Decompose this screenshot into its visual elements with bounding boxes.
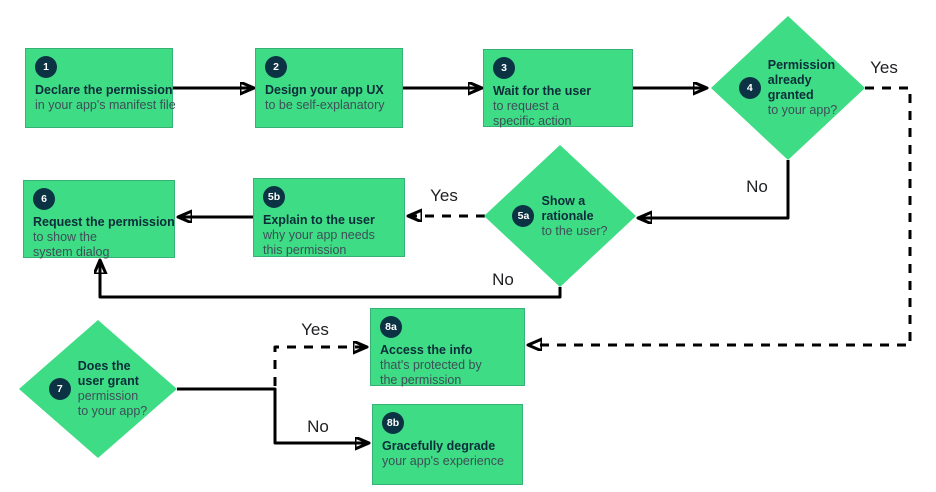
- step-5b-explain-to-user: 5b Explain to the user why your app need…: [253, 178, 405, 257]
- step-subtitle: why your app needs this permission: [263, 228, 375, 257]
- step-number-badge: 5a: [512, 205, 535, 227]
- decision-subtitle: permission to your app?: [77, 389, 148, 418]
- step-8b-gracefully-degrade: 8b Gracefully degrade your app's experie…: [372, 404, 523, 485]
- step-3-wait-for-user: 3 Wait for the user to request a specifi…: [483, 49, 633, 128]
- step-title: Wait for the user: [493, 84, 592, 98]
- decision-title: Does the user grant: [77, 359, 139, 388]
- decision-title: Permission already granted: [767, 58, 836, 102]
- step-title: Gracefully degrade: [382, 439, 496, 453]
- edge-label-yes: Yes: [430, 186, 458, 205]
- step-subtitle: to show the system dialog: [33, 230, 110, 259]
- step-subtitle: your app's experience: [382, 454, 504, 468]
- edge-label-no: No: [492, 270, 514, 289]
- decision-title: Show a rationale: [541, 193, 594, 223]
- step-title: Explain to the user: [263, 213, 375, 227]
- step-number-badge: 5b: [263, 186, 285, 208]
- step-number-badge: 1: [35, 56, 57, 78]
- decision-subtitle: to the user?: [541, 223, 608, 238]
- step-title: Request the permission: [33, 215, 175, 229]
- decision-4-permission-already-granted: 4 Permission already granted to your app…: [711, 16, 865, 160]
- step-8a-access-info: 8a Access the info that's protected by t…: [370, 308, 525, 387]
- step-number-badge: 3: [493, 57, 515, 79]
- step-subtitle: that's protected by the permission: [380, 358, 482, 387]
- edge-label-no: No: [746, 177, 768, 196]
- edge-label-yes: Yes: [870, 58, 898, 77]
- step-2-design-ux: 2 Design your app UX to be self-explanat…: [255, 48, 403, 128]
- step-title: Design your app UX: [265, 83, 384, 97]
- step-subtitle: to request a specific action: [493, 99, 572, 128]
- step-subtitle: to be self-explanatory: [265, 98, 385, 112]
- step-number-badge: 2: [265, 56, 287, 78]
- decision-7-user-grants-permission: 7 Does the user grant permission to your…: [19, 320, 177, 458]
- step-subtitle: in your app's manifest file: [35, 98, 176, 112]
- step-number-badge: 8a: [380, 316, 402, 338]
- step-number-badge: 8b: [382, 412, 404, 434]
- edge-label-yes: Yes: [301, 320, 329, 339]
- edge-7-yes-to-8a: [273, 347, 365, 386]
- decision-subtitle: to your app?: [767, 103, 838, 117]
- step-number-badge: 7: [48, 378, 71, 400]
- step-title: Declare the permission: [35, 83, 173, 97]
- edge-label-no: No: [307, 417, 329, 436]
- step-number-badge: 6: [33, 188, 55, 210]
- step-title: Access the info: [380, 343, 473, 357]
- step-1-declare-permission: 1 Declare the permission in your app's m…: [25, 48, 176, 128]
- step-6-request-permission: 6 Request the permission to show the sys…: [23, 180, 175, 259]
- decision-5a-show-rationale: 5a Show a rationale to the user?: [484, 145, 636, 287]
- step-number-badge: 4: [738, 77, 761, 99]
